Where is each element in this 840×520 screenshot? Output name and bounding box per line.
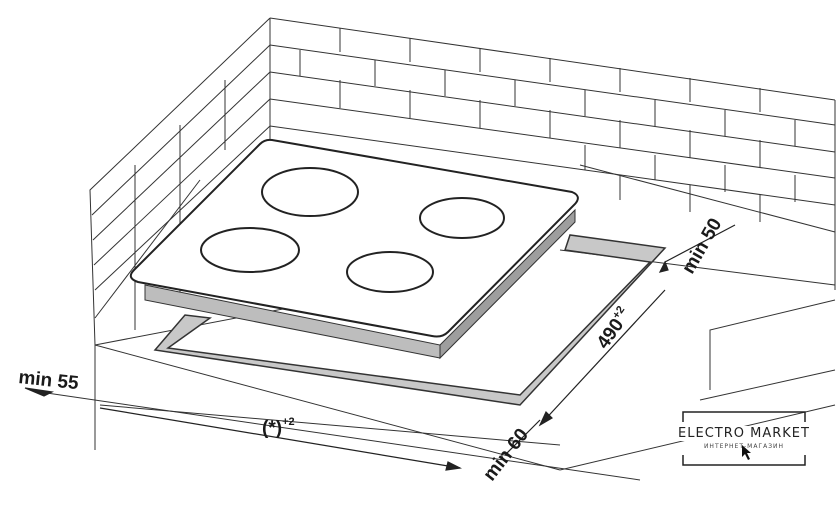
label-width: (*)+2 [262,416,295,439]
burner-front-right [346,251,434,293]
burner-front-left [200,227,300,273]
hob-side-right [439,208,576,360]
label-min-60: min 60 [479,425,533,485]
cursor-icon [742,445,751,460]
arrow-min55 [24,387,54,397]
hob-glass-top [129,138,579,338]
logo-title: ELECTRO MARKET [669,426,819,441]
label-min-55: min 55 [17,367,79,394]
worktop-cutout [153,234,667,406]
burner-back-right [419,197,505,239]
logo-frame [682,411,806,466]
tiled-wall [39,17,836,481]
width-dimension-line [99,407,461,469]
depth-dimension-line [539,289,666,426]
electro-market-logo: ELECTRO MARKET ИНТЕРНЕТ-МАГАЗИН [669,412,819,464]
burner-back-left [261,167,359,217]
logo-subtitle: ИНТЕРНЕТ-МАГАЗИН [703,443,785,450]
